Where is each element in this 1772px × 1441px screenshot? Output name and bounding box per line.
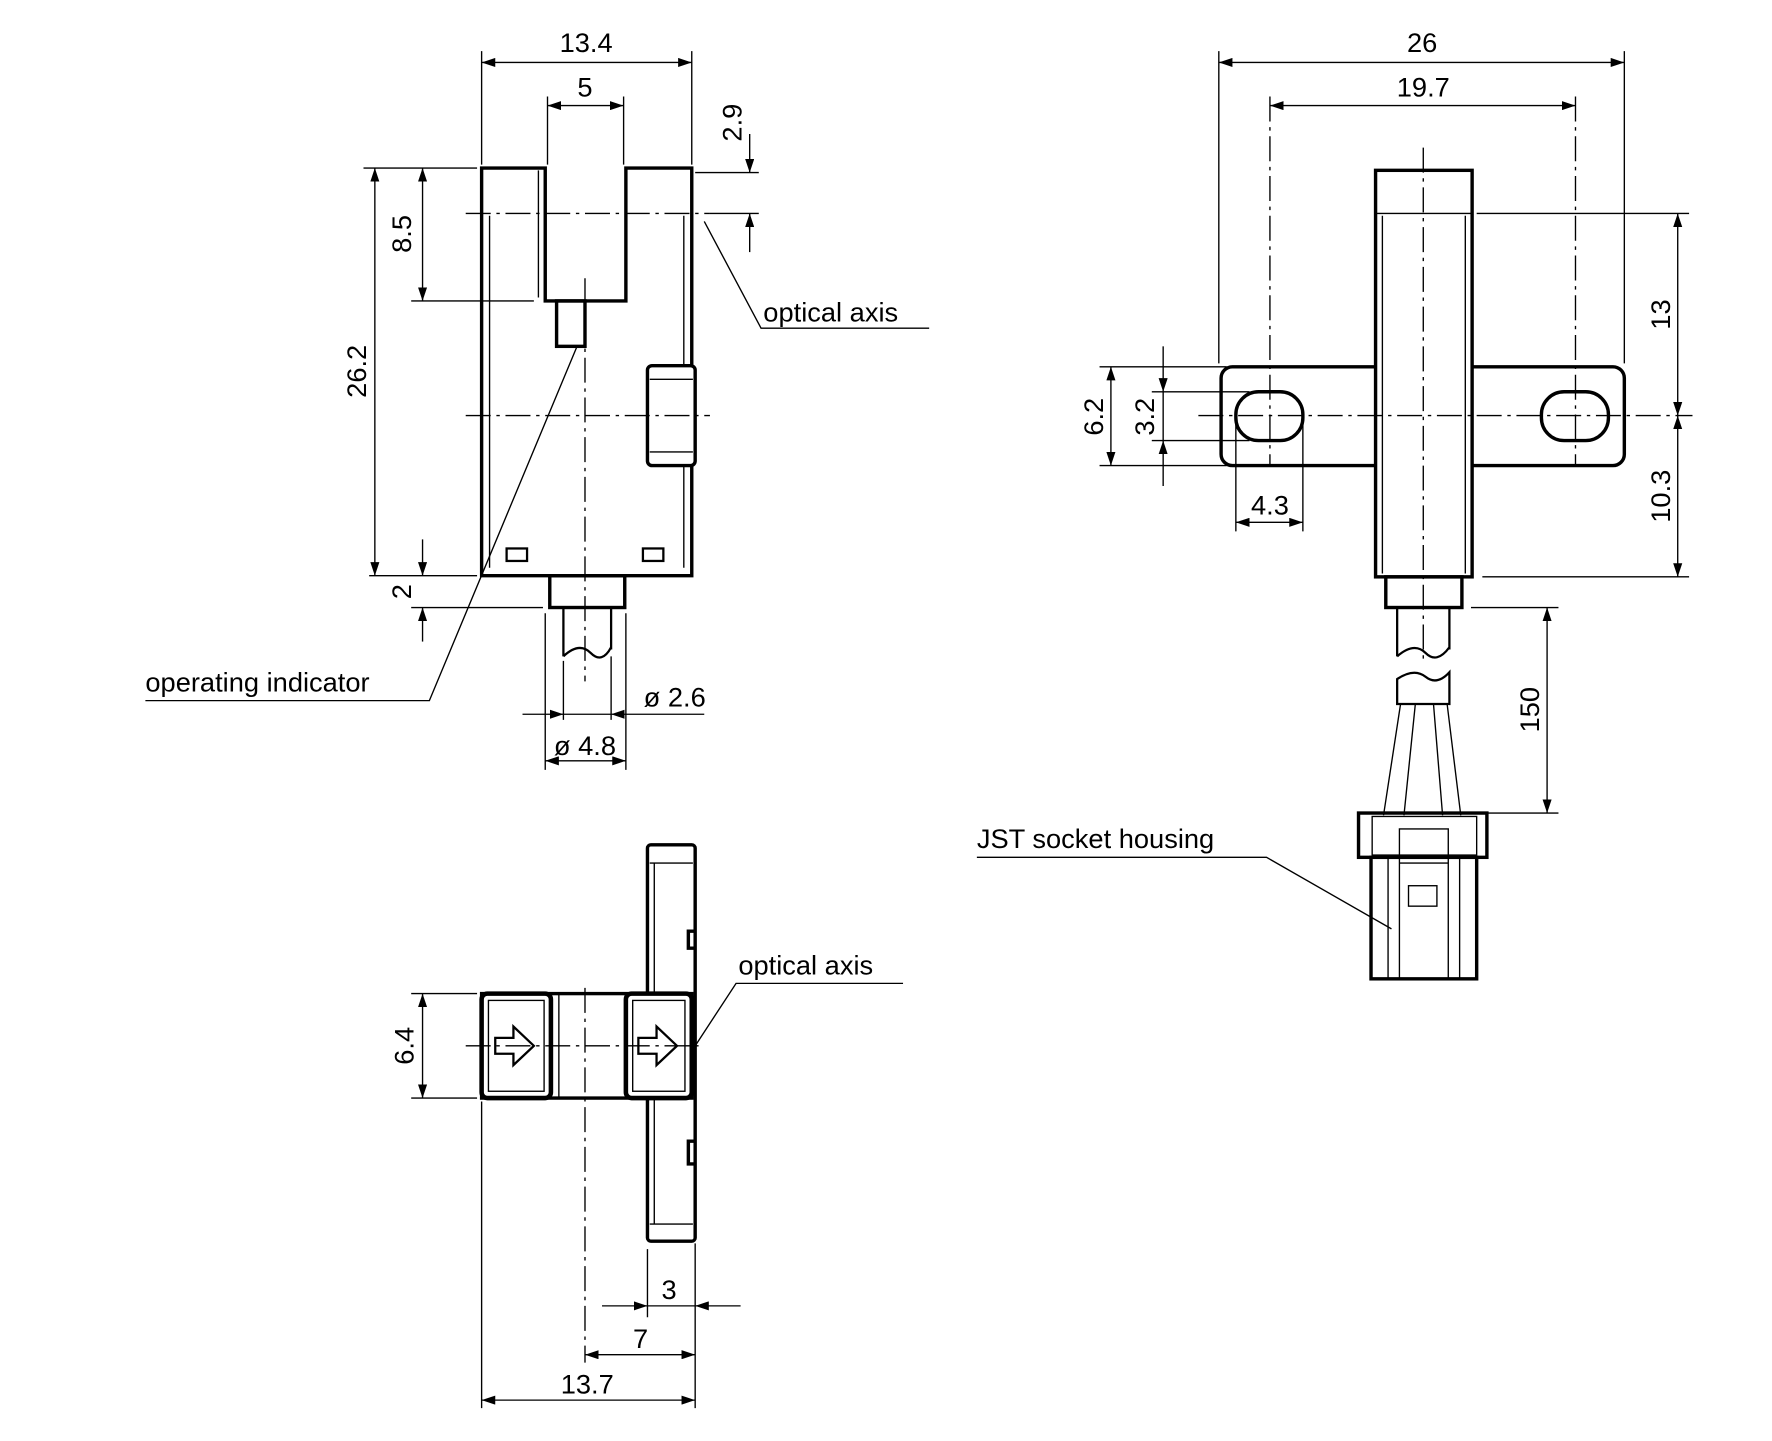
dim-2: 2 bbox=[386, 584, 417, 599]
arrow-right-icon bbox=[637, 1023, 679, 1068]
side-view: 26 19.7 13 10.3 150 6.2 3.2 4.3 JST sock… bbox=[977, 27, 1693, 981]
dim-2-9: 2.9 bbox=[717, 104, 748, 142]
dim-dia-2-6: ø 2.6 bbox=[644, 681, 706, 712]
dim-7: 7 bbox=[633, 1323, 648, 1354]
top-view: 6.4 3 7 13.7 optical axis bbox=[388, 843, 904, 1409]
dim-6-4: 6.4 bbox=[388, 1027, 419, 1065]
dim-26: 26 bbox=[1407, 27, 1437, 58]
arrow-right-icon bbox=[494, 1023, 536, 1068]
dim-26-2: 26.2 bbox=[341, 345, 372, 398]
dim-dia-4-8: ø 4.8 bbox=[554, 730, 616, 761]
dim-6-2: 6.2 bbox=[1078, 398, 1109, 436]
dim-10-3: 10.3 bbox=[1645, 470, 1676, 523]
optical-axis-label-top: optical axis bbox=[763, 296, 898, 327]
dim-13: 13 bbox=[1645, 299, 1676, 329]
optical-axis-label-bottom: optical axis bbox=[738, 949, 873, 980]
dim-5: 5 bbox=[577, 72, 592, 103]
operating-indicator-label: operating indicator bbox=[145, 667, 369, 698]
dim-13-4: 13.4 bbox=[560, 27, 613, 58]
operating-indicator-lens bbox=[554, 299, 587, 349]
dim-3: 3 bbox=[661, 1274, 676, 1305]
jst-socket-housing-label: JST socket housing bbox=[977, 823, 1214, 854]
dim-3-2: 3.2 bbox=[1129, 398, 1160, 436]
dim-8-5: 8.5 bbox=[386, 215, 417, 253]
dim-150: 150 bbox=[1514, 687, 1545, 732]
dim-4-3: 4.3 bbox=[1251, 489, 1289, 520]
front-view: 13.4 5 2.9 8.5 26.2 2 ø 2.6 ø 4.8 optica… bbox=[145, 27, 930, 770]
jst-socket-housing bbox=[1356, 811, 1489, 860]
cable-gland bbox=[548, 574, 627, 610]
dim-19-7: 19.7 bbox=[1397, 72, 1450, 103]
dim-13-7: 13.7 bbox=[561, 1368, 614, 1399]
